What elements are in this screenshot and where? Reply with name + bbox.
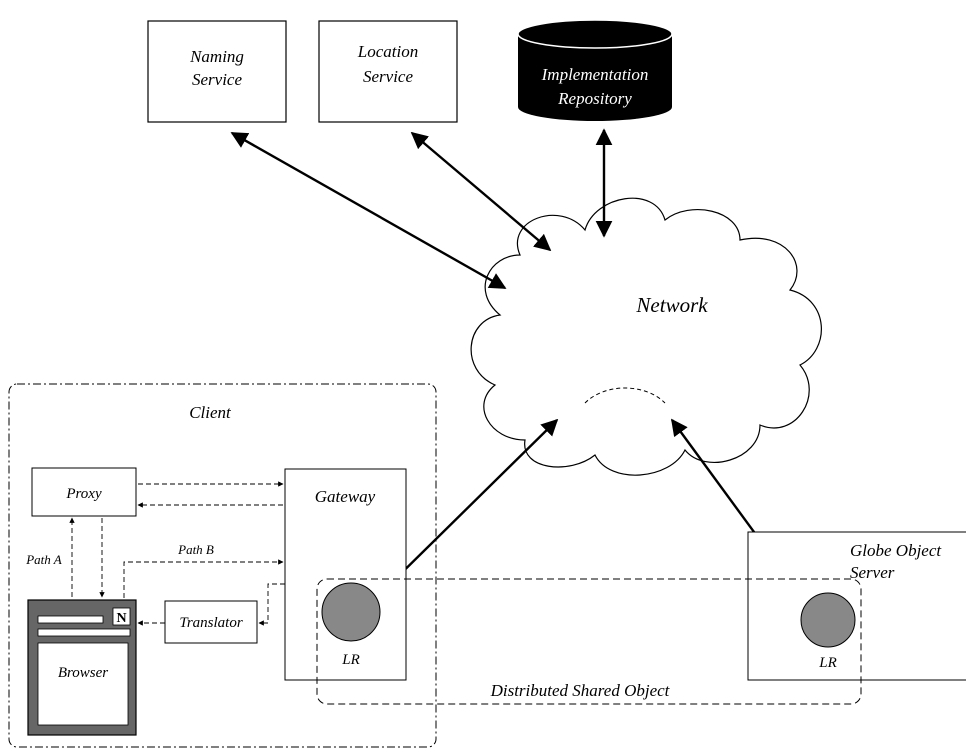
- browser-window: N Browser: [27, 599, 137, 736]
- implementation-repository-cylinder: Implementation Repository: [517, 19, 673, 121]
- browser-logo-icon: [112, 607, 131, 626]
- gateway-label: Gateway: [315, 487, 376, 506]
- implementation-repository-label-1: Implementation: [541, 65, 649, 84]
- translator-box: Translator: [164, 600, 258, 644]
- path-b-label: Path B: [177, 542, 214, 557]
- client-label: Client: [189, 403, 232, 422]
- globe-server-label-2: Server: [850, 563, 895, 582]
- lr-client-label: LR: [341, 652, 360, 668]
- naming-service-label-2: Service: [192, 70, 242, 89]
- browser-label: Browser: [58, 665, 108, 681]
- path-a-label: Path A: [25, 552, 62, 567]
- globe-server-label-1: Globe Object: [850, 541, 942, 560]
- naming-service-label-1: Naming: [189, 47, 244, 66]
- naming-network-link: [230, 131, 507, 290]
- browser-logo-letter: N: [116, 611, 126, 626]
- location-service-label-1: Location: [357, 42, 418, 61]
- proxy-box: Proxy: [31, 467, 137, 517]
- client-region: [8, 383, 437, 748]
- gateway-to-translator-arrow: [258, 583, 285, 626]
- proxy-label: Proxy: [65, 486, 102, 502]
- gateway-box: Gateway: [284, 468, 407, 681]
- implementation-repository-label-2: Repository: [557, 89, 632, 108]
- naming-service-box: Naming Service: [147, 20, 287, 123]
- browser-to-gateway-arrow: [123, 559, 284, 598]
- local-representative-client: [321, 582, 381, 642]
- network-cloud: Network: [470, 197, 822, 476]
- globe-object-server-box: Globe Object Server: [747, 531, 966, 681]
- location-service-box: Location Service: [318, 20, 458, 123]
- distributed-shared-object-label: Distributed Shared Object: [490, 681, 671, 700]
- network-label: Network: [635, 293, 708, 317]
- translator-label: Translator: [179, 615, 243, 631]
- location-service-label-2: Service: [363, 67, 413, 86]
- local-representative-server: [800, 592, 856, 648]
- location-network-link: [410, 131, 552, 252]
- lr-server-label: LR: [818, 655, 837, 671]
